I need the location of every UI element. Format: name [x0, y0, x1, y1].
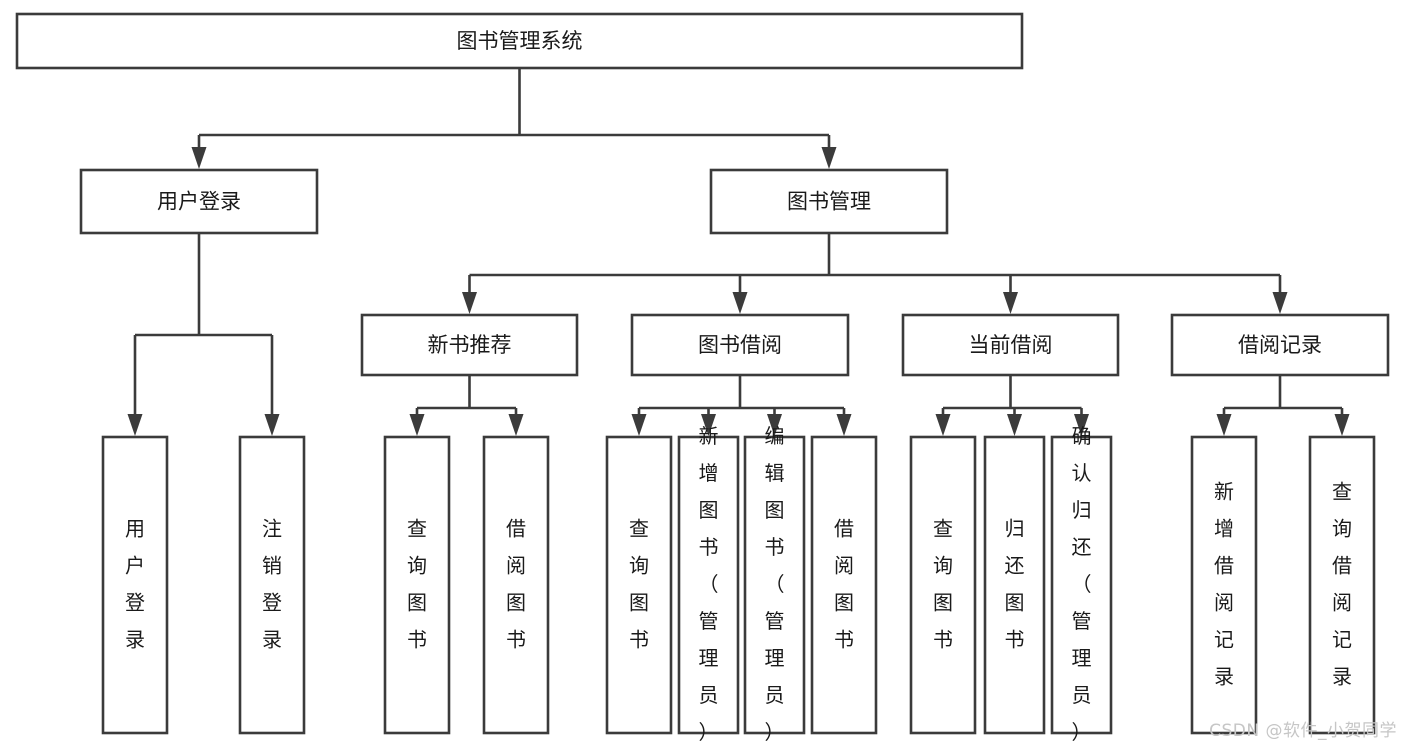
- node-box-borrow-record: [1170, 313, 1390, 377]
- node-label-leaf-query-book-3: 查询图书: [933, 516, 953, 651]
- arrowhead-book_manage: [821, 147, 837, 169]
- arrowhead-borrow_record: [1272, 292, 1288, 314]
- node-leaf-add-record[interactable]: 新增借阅记录: [1190, 435, 1258, 735]
- node-box-login: [79, 168, 319, 235]
- node-label-leaf-add-book: 新增图书（管理员）: [699, 424, 719, 744]
- arrowhead-current_borrow: [1003, 292, 1018, 314]
- node-box-leaf-edit-book: [743, 435, 806, 735]
- node-book-borrow[interactable]: 图书借阅: [630, 313, 850, 377]
- arrowhead-leaf_confirm_return: [1074, 414, 1089, 436]
- node-box-leaf-user-login: [101, 435, 169, 735]
- node-box-leaf-query-record: [1308, 435, 1376, 735]
- arrowhead-leaf_borrow_book_1: [508, 414, 524, 436]
- node-label-current-borrow: 当前借阅: [969, 333, 1053, 357]
- node-box-leaf-query-book-2: [605, 435, 673, 735]
- node-leaf-return-book[interactable]: 归还图书: [983, 435, 1046, 735]
- node-box-leaf-return-book: [983, 435, 1046, 735]
- node-leaf-user-login[interactable]: 用户登录: [101, 435, 169, 735]
- node-label-leaf-confirm-return: 确认归还（管理员）: [1072, 424, 1092, 744]
- node-box-leaf-add-record: [1190, 435, 1258, 735]
- node-book-manage[interactable]: 图书管理: [709, 168, 949, 235]
- arrowhead-book_borrow: [732, 292, 748, 314]
- arrowhead-login: [191, 147, 207, 169]
- connector-layer: [127, 68, 1350, 436]
- arrowhead-leaf_add_book: [701, 414, 716, 436]
- node-box-leaf-confirm-return: [1050, 435, 1113, 735]
- node-label-book-manage: 图书管理: [787, 190, 871, 214]
- node-label-login: 用户登录: [157, 190, 241, 214]
- node-label-leaf-borrow-book-2: 借阅图书: [834, 516, 854, 651]
- node-label-leaf-query-record: 查询借阅记录: [1332, 479, 1352, 688]
- node-label-book-borrow: 图书借阅: [698, 333, 782, 357]
- arrowhead-leaf_query_book_3: [935, 414, 951, 436]
- arrowhead-leaf_edit_book: [767, 414, 782, 436]
- arrowhead-leaf_query_record: [1334, 414, 1350, 436]
- node-label-leaf-user-login: 用户登录: [125, 516, 145, 651]
- node-label-new-book-rec: 新书推荐: [428, 333, 512, 357]
- node-leaf-confirm-return[interactable]: 确认归还（管理员）: [1050, 424, 1113, 744]
- node-box-leaf-query-book-3: [909, 435, 977, 735]
- node-label-leaf-add-record: 新增借阅记录: [1214, 479, 1234, 688]
- node-leaf-query-book-2[interactable]: 查询图书: [605, 435, 673, 735]
- node-new-book-rec[interactable]: 新书推荐: [360, 313, 579, 377]
- arrowhead-leaf_borrow_book_2: [836, 414, 852, 436]
- node-box-leaf-borrow-book-2: [810, 435, 878, 735]
- arrowhead-leaf_logout: [264, 414, 280, 436]
- node-leaf-borrow-book-2[interactable]: 借阅图书: [810, 435, 878, 735]
- node-current-borrow[interactable]: 当前借阅: [901, 313, 1120, 377]
- arrowhead-leaf_user_login: [127, 414, 143, 436]
- node-box-book-manage: [709, 168, 949, 235]
- arrowhead-leaf_add_record: [1216, 414, 1232, 436]
- node-box-current-borrow: [901, 313, 1120, 377]
- node-login[interactable]: 用户登录: [79, 168, 319, 235]
- node-root[interactable]: 图书管理系统: [15, 12, 1024, 70]
- node-leaf-query-record[interactable]: 查询借阅记录: [1308, 435, 1376, 735]
- node-label-borrow-record: 借阅记录: [1238, 333, 1322, 357]
- arrowhead-leaf_query_book_1: [409, 414, 425, 436]
- node-label-leaf-query-book-2: 查询图书: [629, 516, 649, 651]
- node-box-leaf-add-book: [677, 435, 740, 735]
- node-box-book-borrow: [630, 313, 850, 377]
- node-label-leaf-query-book-1: 查询图书: [407, 516, 427, 651]
- node-box-new-book-rec: [360, 313, 579, 377]
- node-leaf-query-book-1[interactable]: 查询图书: [383, 435, 451, 735]
- arrowhead-leaf_query_book_2: [631, 414, 647, 436]
- node-box-leaf-borrow-book-1: [482, 435, 550, 735]
- node-label-leaf-edit-book: 编辑图书（管理员）: [765, 424, 785, 744]
- node-box-leaf-logout: [238, 435, 306, 735]
- node-leaf-query-book-3[interactable]: 查询图书: [909, 435, 977, 735]
- node-layer: 图书管理系统用户登录图书管理新书推荐图书借阅当前借阅借阅记录用户登录注销登录查询…: [15, 12, 1390, 744]
- node-label-leaf-logout: 注销登录: [262, 516, 282, 651]
- node-borrow-record[interactable]: 借阅记录: [1170, 313, 1390, 377]
- arrowhead-new_book_rec: [462, 292, 477, 314]
- node-box-root: [15, 12, 1024, 70]
- node-label-leaf-return-book: 归还图书: [1005, 516, 1025, 651]
- node-box-leaf-query-book-1: [383, 435, 451, 735]
- arrowhead-leaf_return_book: [1007, 414, 1022, 436]
- node-leaf-logout[interactable]: 注销登录: [238, 435, 306, 735]
- node-leaf-edit-book[interactable]: 编辑图书（管理员）: [743, 424, 806, 744]
- node-leaf-add-book[interactable]: 新增图书（管理员）: [677, 424, 740, 744]
- node-leaf-borrow-book-1[interactable]: 借阅图书: [482, 435, 550, 735]
- node-label-root: 图书管理系统: [457, 29, 583, 53]
- node-label-leaf-borrow-book-1: 借阅图书: [506, 516, 526, 651]
